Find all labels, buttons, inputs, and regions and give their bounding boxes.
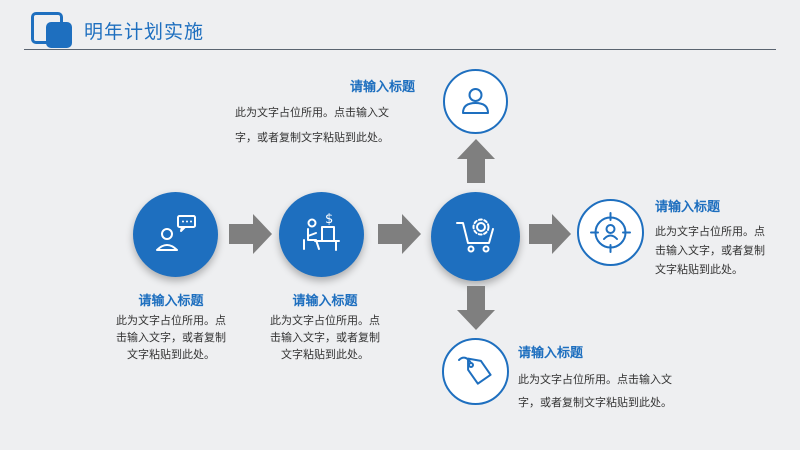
branch-bottom-body-line: 此为文字占位所用。点击输入文 — [518, 373, 672, 386]
step2-body-line: 击输入文字，或者复制 — [270, 331, 380, 344]
price-tag-icon — [458, 356, 492, 385]
step1-body-line: 文字粘贴到此处。 — [127, 348, 215, 361]
step1-body-line: 击输入文字，或者复制 — [116, 331, 226, 344]
branch-right-body-line: 文字粘贴到此处。 — [655, 263, 743, 276]
branch-top-title: 请输入标题 — [350, 80, 416, 95]
branch-right-body-line: 击输入文字，或者复制 — [655, 244, 765, 257]
flow-arrow-right — [229, 214, 272, 254]
branch-bottom-text: 请输入标题 此为文字占位所用。点击输入文 字，或者复制文字粘贴到此处。 — [518, 344, 718, 412]
step1-body-line: 此为文字占位所用。点 — [116, 314, 226, 327]
step2-body-line: 文字粘贴到此处。 — [281, 348, 369, 361]
step2-node[interactable]: $ — [279, 192, 364, 277]
branch-bottom-node[interactable] — [442, 338, 509, 405]
step2-text: 请输入标题 此为文字占位所用。点 击输入文字，或者复制 文字粘贴到此处。 — [250, 292, 400, 363]
branch-bottom-title: 请输入标题 — [518, 346, 584, 361]
branch-bottom-body-line: 字，或者复制文字粘贴到此处。 — [518, 396, 672, 409]
flow-arrow-right — [378, 214, 421, 254]
step2-title: 请输入标题 — [292, 294, 358, 309]
target-user-icon — [590, 212, 631, 253]
branch-top-body-line: 字，或者复制文字粘贴到此处。 — [235, 131, 389, 144]
branch-right-title: 请输入标题 — [655, 200, 721, 215]
header-divider — [24, 49, 776, 50]
svg-text:$: $ — [325, 212, 333, 227]
user-profile-icon — [462, 88, 489, 114]
branch-top-node[interactable] — [443, 69, 508, 134]
desk-worker-dollar-icon: $ — [303, 212, 340, 251]
slide-header: 明年计划实施 — [0, 0, 800, 52]
shopping-cart-gear-icon — [456, 218, 494, 253]
flow-arrow-right — [529, 214, 571, 254]
logo-squares-icon — [31, 12, 73, 48]
page-title: 明年计划实施 — [84, 21, 205, 43]
branch-right-node[interactable] — [577, 199, 644, 266]
branch-top-text: 请输入标题 此为文字占位所用。点击输入文 字，或者复制文字粘贴到此处。 — [235, 78, 435, 147]
branch-right-text: 请输入标题 此为文字占位所用。点 击输入文字，或者复制 文字粘贴到此处。 — [655, 198, 795, 279]
branch-top-body-line: 此为文字占位所用。点击输入文 — [235, 106, 389, 119]
flow-arrow-down — [457, 286, 495, 330]
step1-text: 请输入标题 此为文字占位所用。点 击输入文字，或者复制 文字粘贴到此处。 — [96, 292, 246, 363]
flow-arrow-up — [457, 139, 495, 183]
presenter-chat-icon — [156, 215, 196, 251]
step1-node[interactable] — [133, 192, 218, 277]
step2-body-line: 此为文字占位所用。点 — [270, 314, 380, 327]
step3-center-node[interactable] — [431, 192, 520, 281]
branch-right-body-line: 此为文字占位所用。点 — [655, 225, 765, 238]
step1-title: 请输入标题 — [138, 294, 204, 309]
